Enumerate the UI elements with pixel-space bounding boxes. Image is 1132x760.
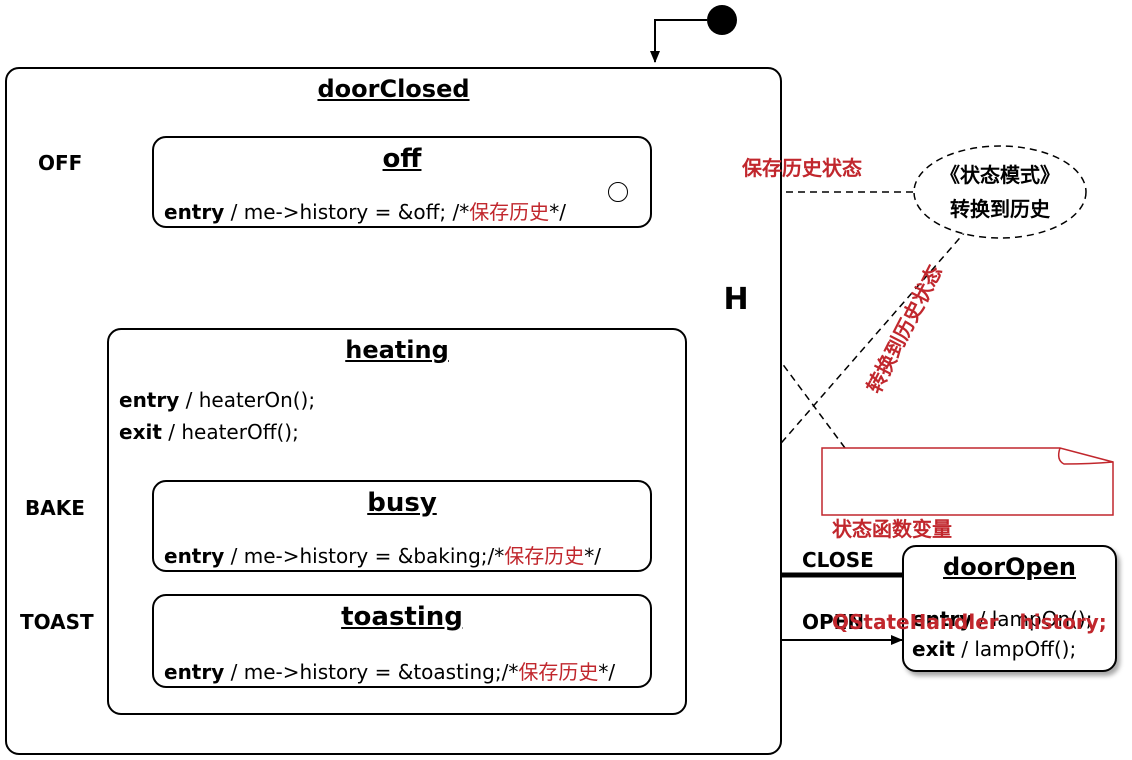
state-heating-exit: exit / heaterOff();: [119, 420, 299, 444]
exit-action: / heaterOff();: [161, 420, 299, 444]
state-doorOpen-exit: exit / lampOff();: [912, 637, 1076, 661]
transition-label-close: CLOSE: [802, 548, 874, 572]
transition-label-open: OPEN: [802, 610, 865, 634]
state-off-title: off: [382, 144, 422, 174]
entry-code: / me->history = &baking;/*: [224, 544, 505, 568]
entry-comment: 保存历史: [504, 544, 585, 568]
entry-comment: 保存历史: [518, 660, 599, 684]
state-toasting-entry: entry / me->history = &toasting;/*保存历史*/: [164, 656, 615, 685]
dashed-pattern-connector: [741, 231, 966, 489]
entry-tail: */: [549, 200, 566, 224]
entry-action: / heaterOn();: [179, 388, 316, 412]
note-shape: [821, 447, 1114, 516]
state-busy: busy entry / me->history = &baking;/*保存历…: [152, 480, 652, 572]
pattern-line-2: 转换到历史: [950, 197, 1050, 221]
transition-label-toast: TOAST: [20, 610, 94, 634]
initial-dot-top: [707, 5, 737, 35]
entry-keyword: entry: [164, 200, 225, 224]
note-line-1: 状态函数变量: [832, 517, 952, 541]
entry-comment: 保存历史: [469, 200, 550, 224]
state-doorClosed-title: doorClosed: [317, 75, 470, 103]
state-doorOpen: doorOpen entry / lampOn(); exit / lampOf…: [902, 545, 1117, 672]
note-fold: [1057, 447, 1114, 465]
state-heating-title: heating: [345, 336, 449, 364]
transition-label-off: OFF: [38, 151, 83, 175]
entry-tail: */: [598, 660, 616, 684]
exit-keyword: exit: [119, 420, 162, 444]
history-symbol: H: [723, 282, 749, 317]
entry-code: / me->history = &off; /*: [224, 200, 470, 224]
state-off-entry: entry / me->history = &off; /*保存历史*/: [164, 196, 566, 225]
entry-keyword: entry: [119, 388, 180, 412]
entry-keyword: entry: [164, 544, 225, 568]
entry-code: / me->history = &toasting;/*: [224, 660, 519, 684]
initial-transition-top: [650, 19, 707, 63]
exit-keyword: exit: [912, 637, 955, 661]
state-busy-title: busy: [367, 488, 437, 518]
note-line-2: QStateHandler history;: [832, 610, 1107, 634]
entry-keyword: entry: [912, 607, 973, 631]
entry-keyword: entry: [164, 660, 225, 684]
exit-action: / lampOff();: [954, 637, 1077, 661]
pattern-ellipse-text: 《状态模式》 转换到历史: [914, 158, 1086, 226]
annotation-save-history: 保存历史状态: [742, 156, 862, 180]
pattern-line-1: 《状态模式》: [940, 163, 1060, 187]
history-anchor-circle: [608, 182, 628, 202]
state-toasting: toasting entry / me->history = &toasting…: [152, 594, 652, 688]
state-off: off entry / me->history = &off; /*保存历史*/: [152, 136, 652, 228]
state-heating-entry: entry / heaterOn();: [119, 388, 315, 412]
entry-tail: */: [584, 544, 602, 568]
state-doorOpen-title: doorOpen: [943, 553, 1076, 581]
state-busy-entry: entry / me->history = &baking;/*保存历史*/: [164, 540, 601, 569]
transition-label-bake: BAKE: [25, 496, 85, 520]
note-text: 状态函数变量 QStateHandler history;: [832, 452, 1107, 700]
state-doorOpen-entry: entry / lampOn();: [912, 607, 1092, 631]
entry-action: / lampOn();: [972, 607, 1093, 631]
pattern-ellipse: [913, 145, 1087, 239]
state-toasting-title: toasting: [341, 602, 463, 632]
